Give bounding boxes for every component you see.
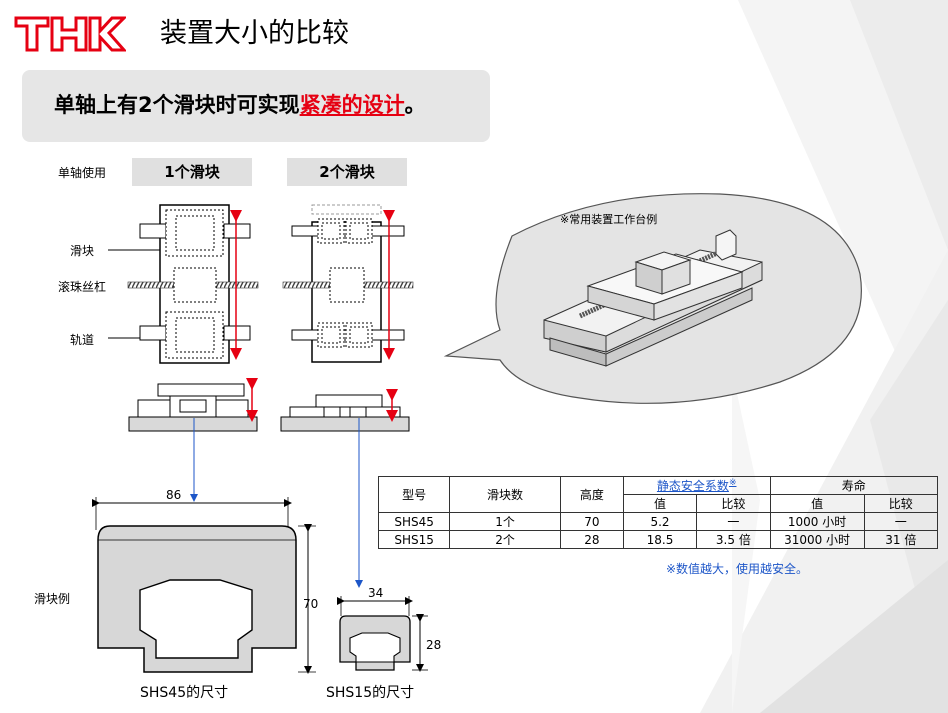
cell-height: 28 bbox=[559, 530, 624, 549]
cell-life-value: 31000 小时 bbox=[769, 530, 865, 549]
header-life-ratio: 比较 bbox=[863, 494, 939, 513]
headline-suffix: 。 bbox=[404, 93, 426, 117]
header-life-value: 值 bbox=[769, 494, 865, 513]
label-block: 滑块 bbox=[70, 244, 95, 258]
cell-life-ratio: 31 倍 bbox=[863, 530, 939, 549]
header-safety-value: 值 bbox=[622, 494, 698, 513]
cell-safety-ratio: 3.5 倍 bbox=[696, 530, 771, 549]
headline-box bbox=[22, 70, 490, 142]
equipment-bubble bbox=[443, 193, 862, 404]
header-life: 寿命 bbox=[769, 476, 939, 495]
label-ballscrew: 滚珠丝杠 bbox=[58, 280, 107, 294]
cell-height: 70 bbox=[559, 512, 624, 531]
top-view-two-blocks bbox=[282, 204, 414, 363]
side-view-one-block bbox=[128, 378, 258, 502]
shs45-block bbox=[92, 497, 316, 674]
usage-label: 单轴使用 bbox=[58, 166, 107, 180]
cell-life-value: 1000 小时 bbox=[769, 512, 865, 531]
label-block-example: 滑块例 bbox=[34, 592, 71, 606]
caption-shs15: SHS15的尺寸 bbox=[326, 685, 415, 701]
static-safety-mark: ※ bbox=[728, 478, 737, 488]
cell-blocks: 2个 bbox=[449, 530, 561, 549]
shs15-block bbox=[337, 596, 428, 672]
headline: 单轴上有2个滑块时可实现紧凑的设计。 bbox=[54, 88, 426, 122]
header-safety-ratio: 比较 bbox=[696, 494, 771, 513]
table-row: SHS45 1个 70 5.2 一 1000 小时 一 bbox=[377, 512, 939, 531]
bubble-note: ※常用装置工作台例 bbox=[560, 213, 658, 226]
table-header-row: 型号 滑块数 高度 静态安全系数※ 寿命 bbox=[377, 476, 939, 513]
cell-safety-ratio: 一 bbox=[696, 512, 771, 531]
dim-shs45-width: 86 bbox=[166, 488, 182, 502]
static-safety-link[interactable]: 静态安全系数 bbox=[656, 479, 729, 493]
caption-shs45: SHS45的尺寸 bbox=[140, 685, 229, 701]
tag-two-blocks: 2个滑块 bbox=[287, 158, 407, 186]
cell-life-ratio: 一 bbox=[863, 512, 939, 531]
cell-model: SHS45 bbox=[377, 512, 451, 531]
tag-one-block: 1个滑块 bbox=[132, 158, 252, 186]
thk-logo bbox=[14, 16, 126, 52]
cell-model: SHS15 bbox=[377, 530, 451, 549]
cell-safety-value: 5.2 bbox=[622, 512, 698, 531]
headline-highlight: 紧凑的设计 bbox=[299, 93, 405, 117]
header-static-safety: 静态安全系数※ bbox=[622, 476, 771, 495]
dim-shs45-height: 70 bbox=[303, 597, 319, 611]
spec-table: 型号 滑块数 高度 静态安全系数※ 寿命 值 比较 值 比较 SHS45 1个 … bbox=[377, 476, 939, 549]
top-view-one-block bbox=[127, 204, 259, 364]
table-subheader-row: 值 比较 值 比较 bbox=[379, 494, 939, 513]
header-model: 型号 bbox=[377, 476, 451, 513]
page-title: 装置大小的比较 bbox=[160, 18, 349, 49]
table-row: SHS15 2个 28 18.5 3.5 倍 31000 小时 31 倍 bbox=[377, 530, 939, 549]
cell-safety-value: 18.5 bbox=[622, 530, 698, 549]
table-note: ※数值越大，使用越安全。 bbox=[666, 562, 809, 576]
headline-prefix: 单轴上有2个滑块时可实现 bbox=[54, 93, 300, 117]
dim-shs15-width: 34 bbox=[368, 586, 384, 600]
side-view-two-blocks bbox=[280, 389, 410, 588]
header-block-count: 滑块数 bbox=[449, 476, 561, 513]
cell-blocks: 1个 bbox=[449, 512, 561, 531]
dim-shs15-height: 28 bbox=[426, 638, 442, 652]
header-height: 高度 bbox=[559, 476, 624, 513]
label-rail: 轨道 bbox=[70, 333, 95, 347]
